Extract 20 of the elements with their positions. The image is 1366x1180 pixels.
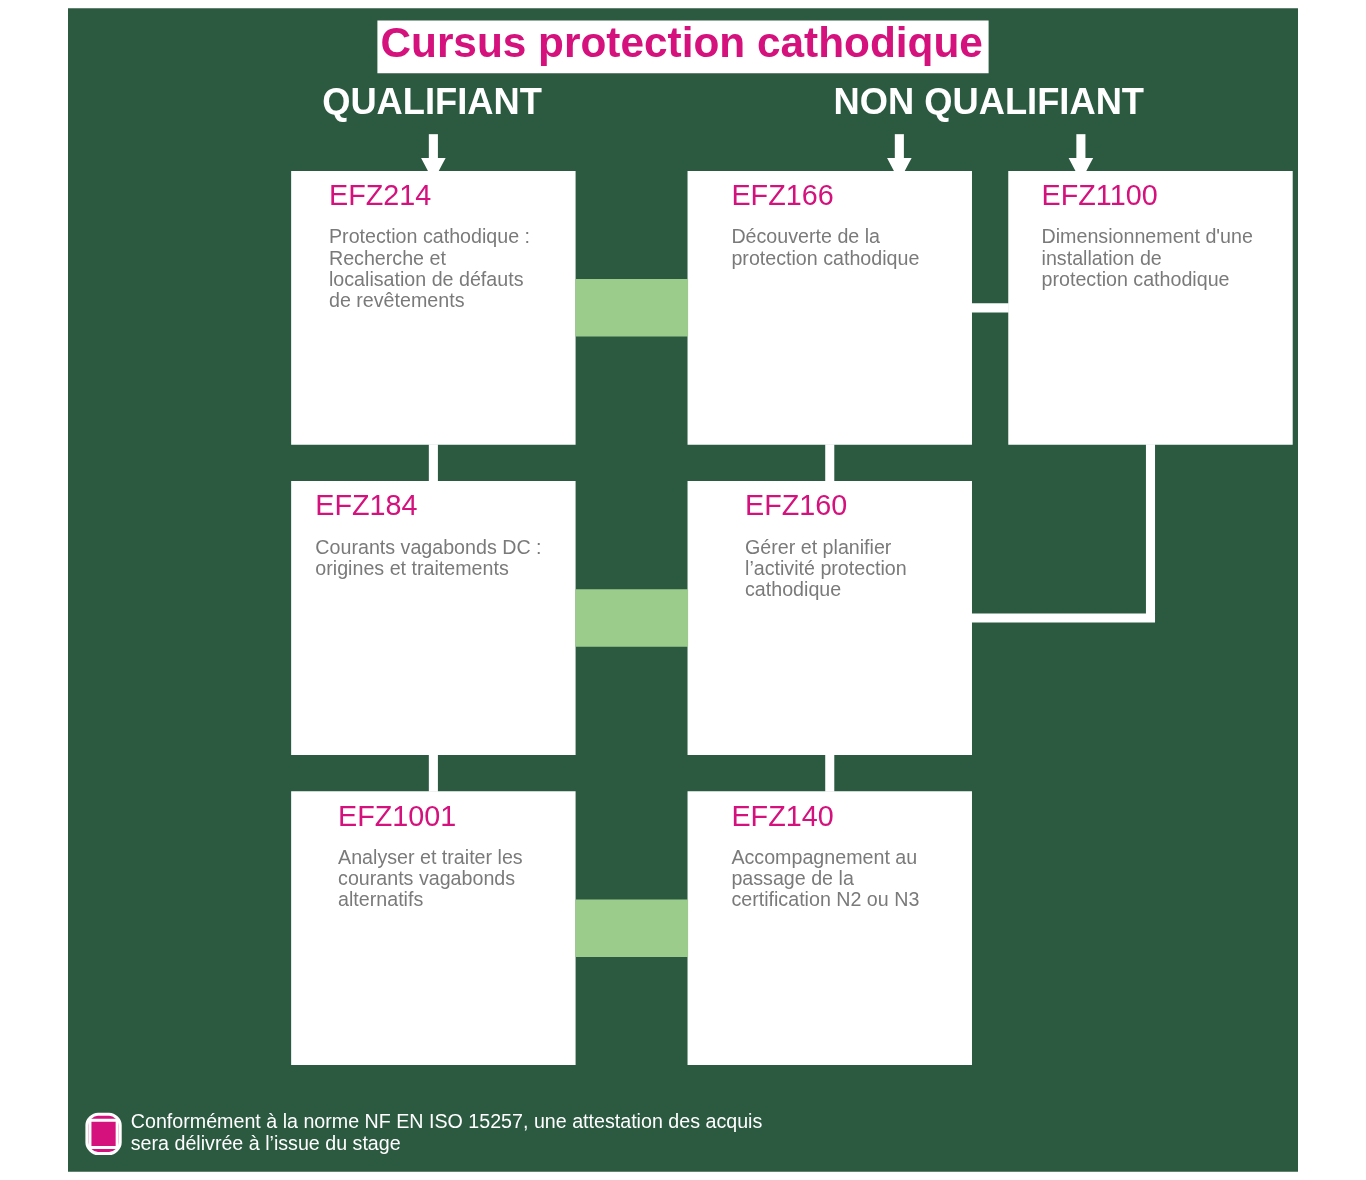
connector xyxy=(971,303,1009,313)
node-box: EFZ166 Découverte de la protection cathodique xyxy=(687,170,972,445)
node-box: EFZ140 Accompagnement au passage de la certification N2 ou N3 xyxy=(687,791,972,1066)
node-text: QUALIFIANT xyxy=(322,81,542,123)
node-box: EFZ214 Protection cathodique : Recherche et localisation de défauts de revêtements xyxy=(291,170,576,445)
connector xyxy=(575,279,689,337)
diagram-title: Cursus protection cathodique xyxy=(380,18,983,66)
connector xyxy=(971,444,1156,623)
connector xyxy=(825,754,835,792)
node-text: NON QUALIFIANT xyxy=(833,81,1145,123)
node-box: EFZ1100 Dimensionnement d'une installation de protection cathodique xyxy=(1008,170,1293,445)
node-box: EFZ160 Gérer et planifier l’activité protection cathodique xyxy=(687,481,972,755)
connector xyxy=(428,754,438,792)
node-box: EFZ184 Courants vagabonds DC : origines et traitements xyxy=(291,481,576,755)
connector xyxy=(575,589,689,647)
connector xyxy=(825,444,835,482)
node-box: EFZ1001 Analyser et traiter les courants vagabonds alternatifs xyxy=(291,791,576,1066)
connector xyxy=(575,899,689,957)
legend-label: Conformément à la norme NF EN ISO 15257, une attestation des acquis sera délivrée à l’issue du stage xyxy=(130,1110,763,1154)
connector xyxy=(428,444,438,482)
